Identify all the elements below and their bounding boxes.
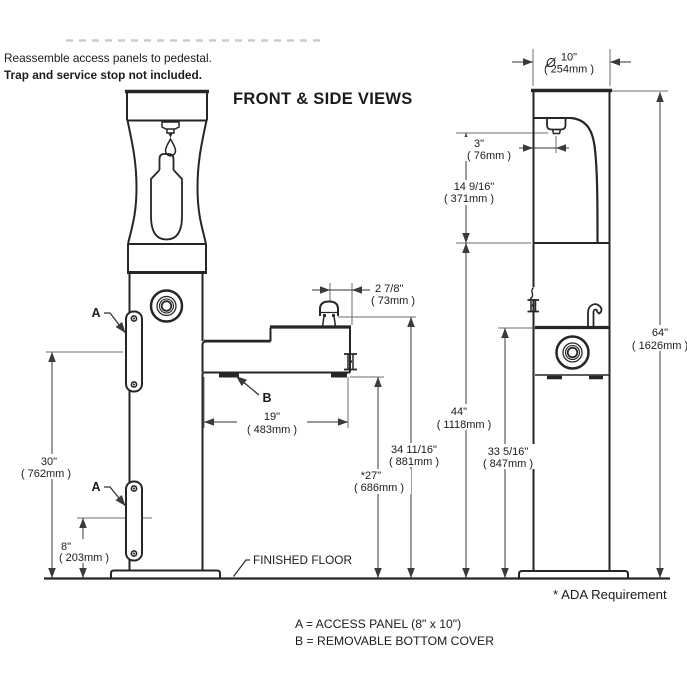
- bottle-recess-neck: [158, 153, 175, 170]
- dim-33-in: 33 5/16": [488, 446, 529, 458]
- dim-27-in: *27": [361, 470, 382, 482]
- front-view: [110, 89, 357, 578]
- dim-64-in: 64": [652, 327, 668, 339]
- dim-64-mm: ( 1626mm ): [632, 340, 687, 352]
- bottle-recess-body: [150, 169, 183, 241]
- callout-a-lower: A: [91, 480, 100, 494]
- dim-19-mm: ( 483mm ): [247, 424, 297, 436]
- bottle-filler-spout-icon: [161, 121, 180, 138]
- dim-34-in: 34 11/16": [391, 444, 437, 456]
- dim-34-mm: ( 881mm ): [389, 456, 439, 468]
- dim-dia10-in: 10": [561, 52, 577, 64]
- legend-b: B = REMOVABLE BOTTOM COVER: [295, 634, 494, 648]
- break-symbol: [529, 287, 535, 300]
- leader-a-lower: [104, 486, 127, 507]
- dim-44-in: 44": [451, 406, 467, 418]
- front-housing-right-curve: [196, 120, 208, 245]
- leader-finished-floor: [232, 559, 250, 577]
- dim-14-in: 14 9/16": [454, 181, 495, 193]
- note-reassemble: Reassemble access panels to pedestal.: [4, 51, 212, 65]
- dim-8-mm: ( 203mm ): [59, 552, 109, 564]
- leader-a-upper: [104, 312, 127, 334]
- dimension-labels: Ø 10" ( 254mm ) 3" ( 76mm ) 14 9/16" ( 3…: [21, 52, 687, 565]
- note-trap: Trap and service stop not included.: [4, 68, 202, 82]
- side-column-bracket: [527, 299, 539, 313]
- drawing-title: FRONT & SIDE VIEWS: [233, 90, 413, 108]
- dim-8-in: 8": [61, 541, 71, 553]
- access-panel-upper: [125, 310, 143, 393]
- side-pedestal-column: [532, 118, 611, 570]
- dim-30-mm: ( 762mm ): [21, 468, 71, 480]
- side-view: [518, 88, 629, 578]
- front-housing-left-curve: [126, 120, 138, 245]
- ada-requirement-note: * ADA Requirement: [553, 587, 667, 602]
- front-basin: [201, 325, 351, 378]
- side-base-plate: [518, 570, 629, 578]
- leader-b: [235, 375, 260, 396]
- callout-b: B: [262, 391, 271, 405]
- dim-3-in: 3": [474, 138, 484, 150]
- front-housing-band: [127, 243, 207, 272]
- dim-278-in: 2 7/8": [375, 283, 403, 295]
- screw-icon: [130, 315, 138, 322]
- side-push-button: [555, 335, 590, 370]
- screw-icon: [130, 381, 138, 388]
- front-bubbler: [319, 300, 339, 327]
- side-housing-curve: [570, 116, 599, 244]
- callouts: A A B FINISHED FLOOR: [91, 306, 352, 577]
- side-bubbler: [587, 303, 603, 328]
- access-panel-lower: [125, 480, 143, 562]
- front-push-button: [149, 289, 184, 323]
- dim-44-mm: ( 1118mm ): [437, 419, 492, 431]
- dim-19-in: 19": [264, 411, 280, 423]
- screw-icon: [130, 550, 138, 557]
- front-base-plate: [110, 569, 221, 578]
- dim-33-mm: ( 847mm ): [483, 458, 533, 470]
- dim-30-in: 30": [41, 456, 57, 468]
- legend-a: A = ACCESS PANEL (8" x 10"): [295, 617, 461, 631]
- screw-icon: [130, 485, 138, 492]
- dim-3-mm: ( 76mm ): [467, 150, 511, 162]
- callout-a-upper: A: [91, 306, 100, 320]
- front-basin-bracket: [344, 353, 357, 371]
- dim-14-mm: ( 371mm ): [444, 193, 494, 205]
- side-spout: [546, 118, 567, 135]
- water-drop-icon: [164, 137, 177, 157]
- break-mask: [529, 287, 538, 299]
- dim-278-mm: ( 73mm ): [371, 295, 415, 307]
- finished-floor-label: FINISHED FLOOR: [253, 553, 352, 567]
- ext-dia10: [532, 49, 611, 86]
- dim-27-mm: ( 686mm ): [354, 482, 404, 494]
- dim-dia10-symbol: Ø: [545, 56, 557, 70]
- front-cap: [126, 91, 208, 122]
- label-masks: [13, 50, 687, 563]
- dim-dia10-mm: ( 254mm ): [544, 64, 594, 76]
